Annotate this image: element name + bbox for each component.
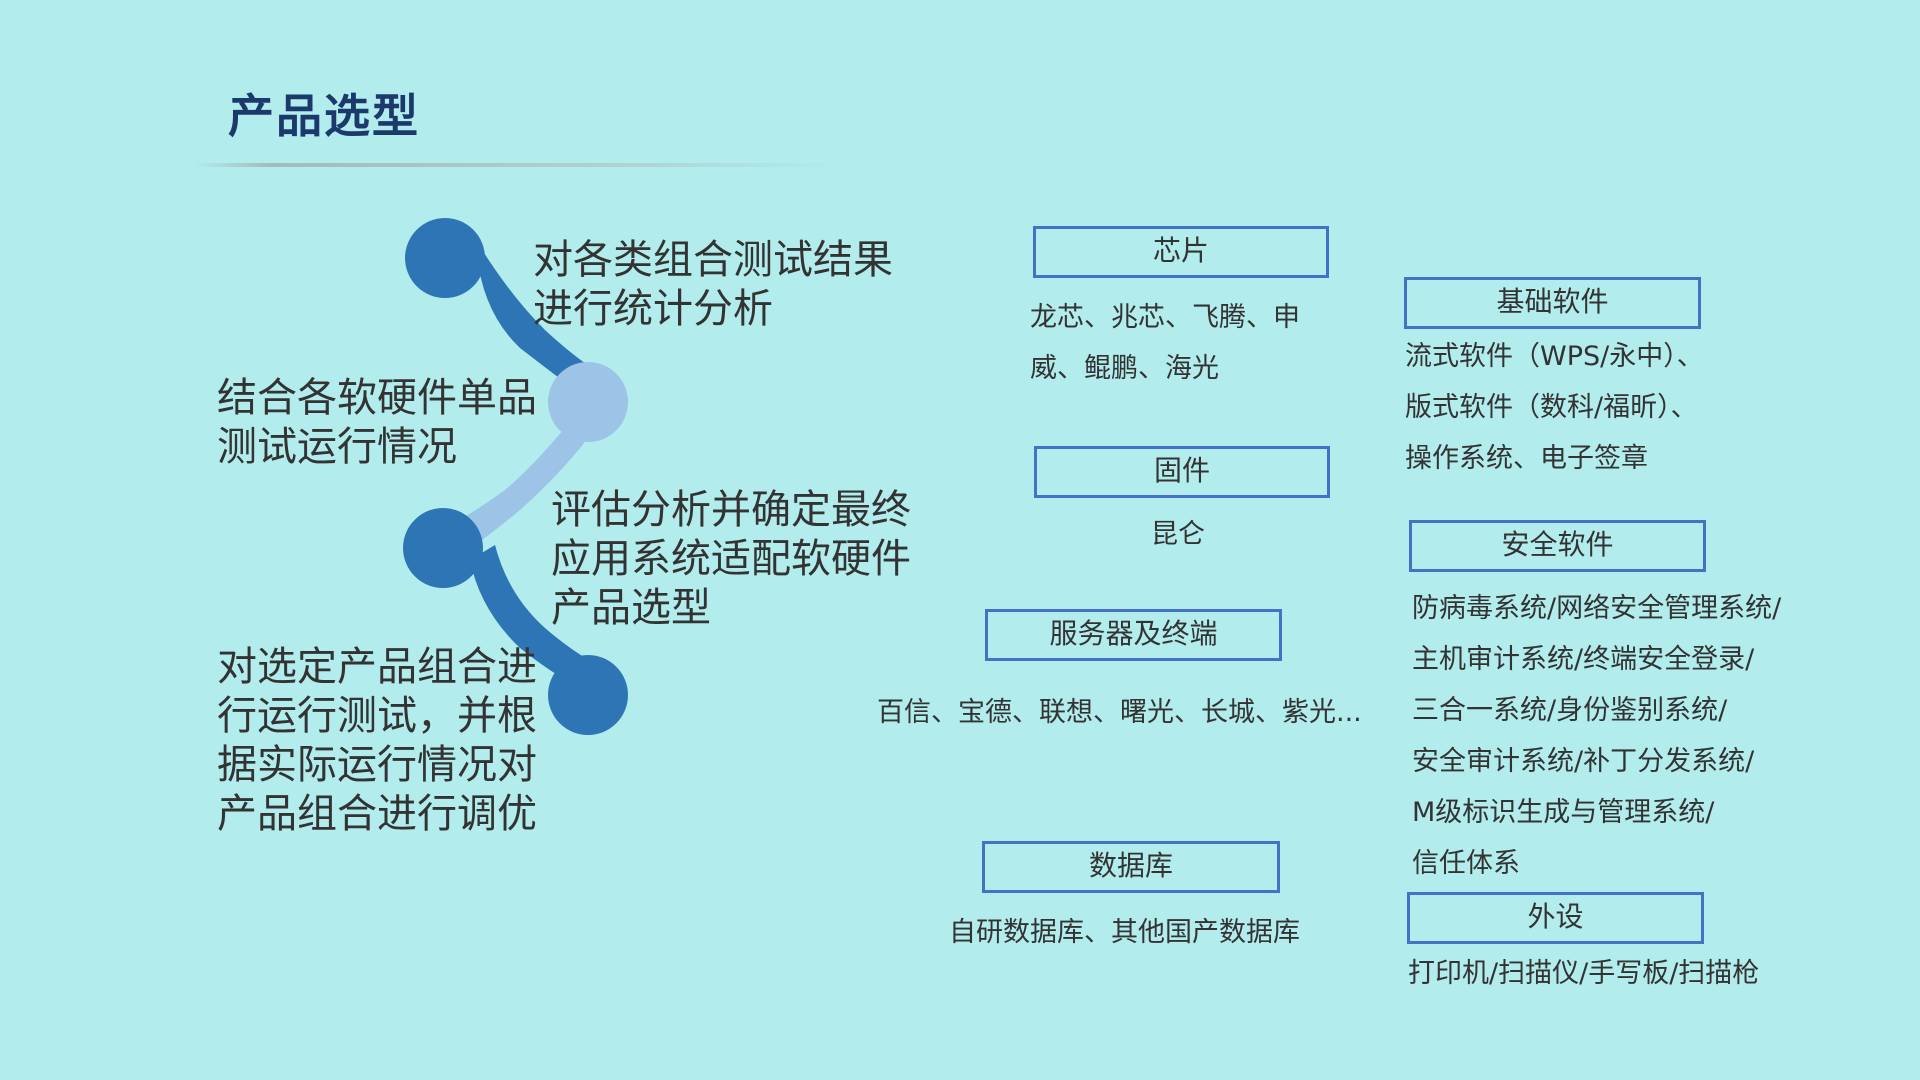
title-underline xyxy=(195,163,835,167)
category-chip-label: 芯片 xyxy=(1033,226,1329,278)
flow-step-2: 结合各软硬件单品 测试运行情况 xyxy=(217,375,537,470)
category-security-software-label: 安全软件 xyxy=(1409,520,1706,572)
connector-node-3 xyxy=(403,508,483,588)
connector-node-4 xyxy=(548,655,628,735)
page-title: 产品选型 xyxy=(228,89,420,143)
connector-link-1 xyxy=(470,230,595,390)
category-base-software-label: 基础软件 xyxy=(1404,277,1701,329)
connector-node-2 xyxy=(548,362,628,442)
connector-link-3 xyxy=(470,545,592,685)
connector-link-2 xyxy=(450,415,598,550)
category-base-software-items: 流式软件（WPS/永中）、 版式软件（数科/福昕）、 操作系统、电子签章 xyxy=(1405,341,1704,474)
connector-node-1 xyxy=(405,218,485,298)
category-firmware-items: 昆仑 xyxy=(1151,519,1205,550)
flow-step-1: 对各类组合测试结果 进行统计分析 xyxy=(533,237,893,332)
category-firmware-label: 固件 xyxy=(1034,446,1330,498)
category-peripherals-label: 外设 xyxy=(1407,892,1704,944)
category-peripherals-items: 打印机/扫描仪/手写板/扫描枪 xyxy=(1408,958,1760,989)
flow-step-4: 对选定产品组合进 行运行测试，并根 据实际运行情况对 产品组合进行调优 xyxy=(217,644,537,837)
category-server-terminal-label: 服务器及终端 xyxy=(985,609,1282,661)
category-database-items: 自研数据库、其他国产数据库 xyxy=(949,917,1300,948)
category-security-software-items: 防病毒系统/网络安全管理系统/ 主机审计系统/终端安全登录/ 三合一系统/身份鉴… xyxy=(1412,593,1782,879)
category-server-terminal-items: 百信、宝德、联想、曙光、长城、紫光... xyxy=(877,697,1362,728)
category-database-label: 数据库 xyxy=(982,841,1280,893)
category-chip-items: 龙芯、兆芯、飞腾、申 威、鲲鹏、海光 xyxy=(1030,302,1300,384)
flow-step-3: 评估分析并确定最终 应用系统适配软硬件 产品选型 xyxy=(551,487,911,631)
